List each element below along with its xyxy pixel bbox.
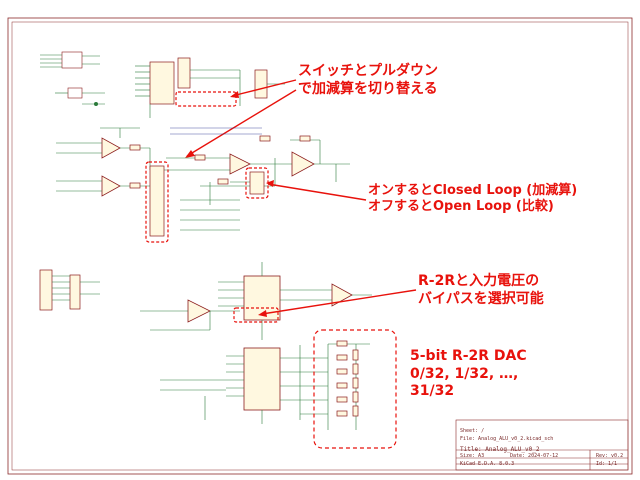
annotation-dac-line-3: 31/32 bbox=[410, 383, 455, 399]
loop-switch-highlight-left bbox=[145, 161, 169, 243]
annotation-loop-line-2: オフするとOpen Loop (比較) bbox=[368, 199, 554, 215]
annotation-loop-line-1: オンするとClosed Loop (加減算) bbox=[368, 183, 578, 198]
annotation-dac: 5-bit R-2R DAC 0/32, 1/32, …, 31/32 bbox=[410, 348, 550, 401]
annotation-loop: オンするとClosed Loop (加減算) オフするとOpen Loop (比… bbox=[368, 183, 630, 216]
switch-arrowhead-upper bbox=[230, 91, 239, 98]
title-block-kicad: KiCad E.D.A. 8.0.3 bbox=[460, 461, 515, 467]
dac-input-wires bbox=[52, 275, 240, 331]
switch-highlight-box bbox=[175, 91, 237, 107]
resistors-mid bbox=[129, 135, 311, 189]
annotation-r2r: R-2Rと入力電圧の バイパスを選択可能 bbox=[418, 273, 558, 308]
dac-input-header bbox=[39, 269, 81, 311]
title-block-title: Title: Analog_ALU_v0_2 bbox=[460, 446, 540, 453]
r2r-ladder bbox=[300, 340, 370, 430]
r2r-bypass-highlight bbox=[233, 307, 279, 323]
annotation-switch-line-1: スイッチとプルダウン bbox=[298, 63, 438, 79]
annotation-dac-line-2: 0/32, 1/32, …, bbox=[410, 365, 519, 382]
header-connector-block bbox=[40, 51, 105, 106]
switch-arrowhead-lower bbox=[185, 150, 195, 158]
title-block-date: Date: 2024-07-12 bbox=[510, 453, 559, 459]
loop-arrow-line bbox=[267, 183, 367, 201]
r2r-arrowhead bbox=[258, 310, 267, 317]
r2r-wires bbox=[218, 262, 372, 424]
title-block-rev: Rev: v0.2 bbox=[596, 453, 624, 459]
switch-arrow-line bbox=[231, 79, 297, 97]
r2r-arrow-line bbox=[261, 289, 417, 315]
analog-switch-right bbox=[249, 171, 265, 195]
annotation-switch: スイッチとプルダウン で加減算を切り替える bbox=[298, 63, 468, 98]
title-block-sheet: Sheet: / bbox=[460, 428, 485, 434]
annotation-r2r-line-1: R-2Rと入力電圧の bbox=[418, 273, 540, 289]
title-block-id: Id: 1/1 bbox=[596, 461, 618, 467]
mid-wires bbox=[56, 127, 350, 231]
loop-arrowhead bbox=[266, 180, 274, 187]
switch-arrow-line-lower bbox=[186, 89, 297, 157]
annotation-dac-line-1: 5-bit R-2R DAC bbox=[410, 348, 527, 364]
mode-table bbox=[170, 127, 262, 135]
title-block-size: Size: A3 bbox=[460, 453, 485, 459]
opamp-u1 bbox=[101, 137, 353, 323]
dac-highlight-box bbox=[313, 329, 397, 449]
dip-switch-ic bbox=[149, 57, 268, 105]
r2r-switch-ic-lower bbox=[243, 347, 281, 411]
annotation-switch-line-2: で加減算を切り替える bbox=[298, 80, 438, 97]
title-block-file: File: Analog_ALU_v0_2.kicad_sch bbox=[460, 436, 554, 442]
analog-switch-left bbox=[149, 165, 165, 237]
switch-wires bbox=[135, 65, 285, 118]
title-block-frame bbox=[455, 419, 629, 471]
lower-wires bbox=[160, 379, 226, 420]
sheet-inner-border bbox=[11, 21, 629, 471]
sheet-outer-border bbox=[7, 17, 633, 475]
annotation-r2r-line-2: バイパスを選択可能 bbox=[418, 290, 544, 307]
